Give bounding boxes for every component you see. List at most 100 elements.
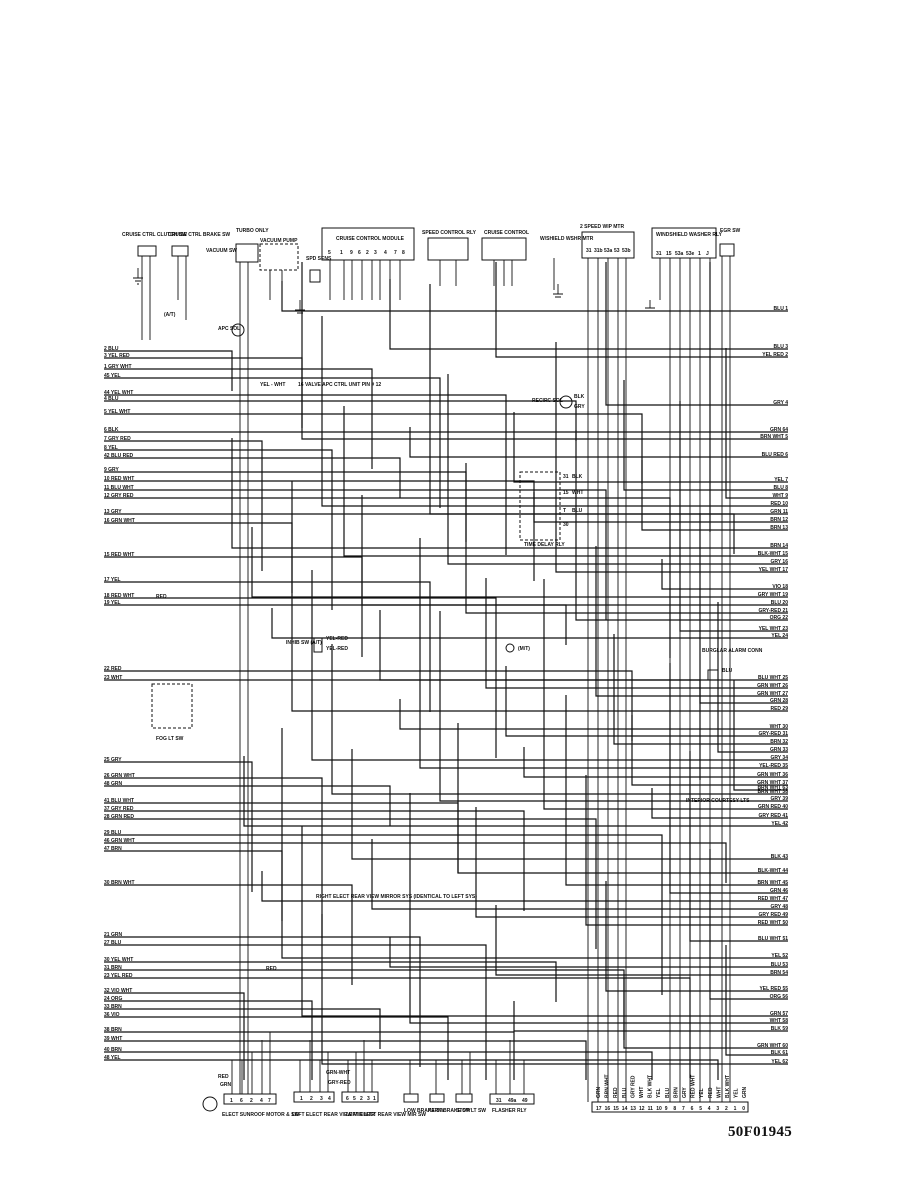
wire: [104, 556, 363, 657]
inhib-wire: YEL-RED: [326, 646, 348, 652]
bottom-wire-label: GRN: [742, 1087, 748, 1099]
bottom-wire-label: YEL: [699, 1088, 705, 1098]
wire: [465, 463, 788, 614]
mirror-sw-pin: 1: [373, 1096, 376, 1102]
wire: [651, 788, 788, 819]
left-wire-label: 39 WHT: [104, 1036, 122, 1042]
wire: [104, 1040, 587, 1080]
right-wire-label: GRN WHT 27: [757, 691, 788, 697]
wire: [605, 262, 788, 406]
right-wire-label: BLU RED 6: [762, 452, 789, 458]
recirc-wire: BLK: [574, 394, 585, 400]
wire: [281, 728, 788, 959]
vacuum-pump: [259, 243, 299, 271]
right-wire-label: BLU 8: [774, 485, 789, 491]
wire: [104, 818, 597, 949]
flasher-pin: 49a: [508, 1098, 517, 1104]
wire: [104, 679, 701, 780]
left-wire-label: 33 BRN: [104, 1004, 122, 1010]
right-wire-label: BRN WHT 5: [760, 434, 788, 440]
right-wire-label: YEL 52: [771, 953, 788, 959]
wire: [104, 834, 663, 995]
bottom-wire-label: RED: [708, 1087, 714, 1098]
wire: [104, 471, 467, 542]
left-wire-label: 26 GRN WHT: [104, 773, 135, 779]
wire: [104, 597, 497, 758]
wire: [104, 413, 643, 484]
bottom-pin: 13: [630, 1106, 636, 1112]
right-wire-label: GRY 39: [770, 796, 788, 802]
bottom-pin: 1: [734, 1106, 737, 1112]
wire: [389, 937, 788, 968]
wire: [399, 699, 788, 730]
windshield-washer-rly: [651, 227, 717, 259]
ground-symbol: [553, 284, 563, 298]
module-pin: 5: [328, 250, 331, 256]
left-wire-label: 28 GRN RED: [104, 814, 134, 820]
bottom-pin: 7: [682, 1106, 685, 1112]
wire: [104, 761, 253, 892]
wire: [104, 1059, 719, 1080]
right-wire-label: YEL RED 2: [762, 352, 788, 358]
time-delay-pin: 15: [563, 490, 569, 496]
mirror-sw-pin: 2: [360, 1096, 363, 1102]
wire: [104, 785, 391, 826]
wire: [343, 406, 788, 557]
time-delay-pins: 31 BLK 15 WHT T BLU 30: [563, 474, 583, 528]
left-wire-label: 18 RED WHT: [104, 593, 134, 599]
right-wire-label: BLU WHT 25: [758, 675, 788, 681]
right-wire-label: BRN 14: [770, 543, 788, 549]
wire: [104, 1000, 313, 1080]
module-pin: 6: [358, 250, 361, 256]
left-wire-label: 29 BLU: [104, 830, 122, 836]
wire: [623, 978, 788, 1049]
bottom-pin: 17: [596, 1106, 602, 1112]
left-wire-label: 42 BLU RED: [104, 453, 134, 459]
gry-red-inline: GRY-RED: [328, 1080, 351, 1086]
wire: [533, 492, 788, 523]
wire: [565, 695, 788, 886]
cruise-control-label: CRUISE CONTROL: [484, 230, 529, 236]
right-wire-label: YEL 24: [771, 633, 788, 639]
left-wire-label: 21 GRN: [104, 932, 122, 938]
wire: [725, 348, 788, 499]
wshield-washer-mtr-label: W/SHIELD WSHR MTR: [540, 236, 594, 242]
wire: [429, 284, 788, 515]
bottom-pin: 12: [639, 1106, 645, 1112]
right-wire-label: GRN WHT 26: [757, 683, 788, 689]
left-wire-label: 30 YEL WHT: [104, 957, 133, 963]
sunroof-motor: [202, 1096, 218, 1112]
bottom-pin: 2: [725, 1106, 728, 1112]
bottom-wire-label: WHT: [639, 1087, 645, 1098]
cruise-brake-sw-label: CRUISE CTRL BRAKE SW: [168, 232, 230, 238]
right-wire-label: GRN RED 40: [758, 804, 788, 810]
left-wire-label: 7 GRY RED: [104, 436, 131, 442]
yel-wht-inline: YEL - WHT: [260, 382, 285, 388]
right-wire-label: BLK-WHT 44: [758, 868, 788, 874]
left-wire-label: 5 YEL WHT: [104, 409, 131, 415]
right-wire-label: GRN WHT 60: [757, 1043, 788, 1049]
wire: [495, 905, 788, 976]
wire: [371, 839, 788, 910]
wire: [595, 546, 788, 697]
mirror-mtr-pins: 1 2 3 4: [300, 1096, 331, 1102]
right-wire-label: RED WHT 47: [758, 896, 789, 902]
time-delay-pin: 30: [563, 522, 569, 528]
wire: [104, 884, 353, 985]
speed-control-rly: [427, 237, 469, 261]
wire: [243, 756, 788, 827]
wire: [495, 262, 788, 358]
right-wire-label: BRN WHT 38: [757, 789, 788, 795]
left-wire-label: 48 YEL: [104, 1055, 121, 1061]
bottom-pin: 10: [656, 1106, 662, 1112]
sunroof-connector: [223, 1093, 277, 1105]
left-wire-label: 23 WHT: [104, 675, 122, 681]
right-wire-label: GRY 48: [770, 904, 788, 910]
left-wire-label: 22 RED: [104, 666, 122, 672]
right-wire-label: BRN 32: [770, 739, 788, 745]
wire: [104, 1016, 449, 1080]
wire: [104, 961, 557, 1002]
wire: [661, 559, 788, 590]
left-wire-label: 2 BLU: [104, 346, 119, 352]
washer-rly-pins: 31 15 53a 53e 1 J: [656, 251, 709, 257]
